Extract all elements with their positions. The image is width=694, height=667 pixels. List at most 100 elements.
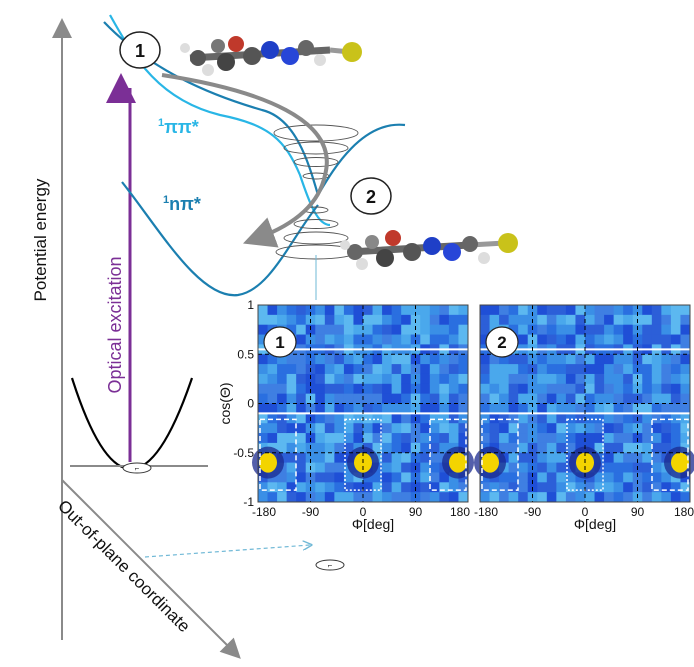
heatmap-cell bbox=[651, 314, 662, 326]
heatmap-cell bbox=[575, 373, 586, 385]
heatmap-cell bbox=[353, 433, 364, 444]
heatmap-cell bbox=[623, 314, 634, 326]
heatmap-cell bbox=[499, 305, 510, 316]
heatmap-cell bbox=[680, 383, 691, 395]
heatmap-cell bbox=[480, 433, 491, 444]
heatmap-cell bbox=[556, 413, 567, 424]
heatmap-cell bbox=[382, 462, 393, 473]
heatmap-cell bbox=[353, 373, 364, 385]
heatmap-cell bbox=[372, 482, 383, 493]
heatmap-cell bbox=[623, 324, 634, 336]
heatmap-cell bbox=[420, 364, 431, 375]
heatmap-cell bbox=[508, 452, 519, 464]
heatmap-cell bbox=[489, 305, 500, 316]
heatmap-cell bbox=[401, 314, 412, 326]
heatmap-cell bbox=[296, 472, 307, 483]
heatmap-cell bbox=[670, 305, 681, 316]
heatmap-cell bbox=[277, 393, 288, 404]
heatmap-cell bbox=[315, 403, 326, 414]
heatmap-cell bbox=[429, 482, 440, 493]
pi-pi-star-upper-branch bbox=[103, 21, 406, 198]
heatmap-cell bbox=[429, 383, 440, 395]
heatmap-cell bbox=[363, 492, 374, 503]
heatmap-cell bbox=[489, 482, 500, 493]
heatmap-cell bbox=[286, 442, 297, 454]
heatmap-cell bbox=[623, 433, 634, 444]
heatmap-cell bbox=[623, 354, 634, 365]
heatmap-cell bbox=[594, 334, 605, 345]
heatmap-cell bbox=[632, 423, 643, 434]
heatmap-cell bbox=[305, 403, 316, 414]
y-tick-label: -1 bbox=[243, 495, 254, 509]
heatmap-cell bbox=[343, 492, 354, 503]
heatmap-cell bbox=[604, 314, 615, 326]
heatmap-cell bbox=[296, 462, 307, 473]
heatmap-cell bbox=[429, 423, 440, 434]
heatmap-cell bbox=[324, 403, 335, 414]
heatmap-cell bbox=[401, 452, 412, 464]
y-tick-label: 0.5 bbox=[237, 347, 254, 361]
heatmap-cell bbox=[286, 403, 297, 414]
heatmap-cell bbox=[575, 334, 586, 345]
heatmap-cell bbox=[604, 482, 615, 493]
heatmap-cell bbox=[286, 413, 297, 424]
heatmap-cell bbox=[604, 462, 615, 473]
heatmap-cell bbox=[353, 334, 364, 345]
heatmap-cell bbox=[480, 413, 491, 424]
heatmap-cell bbox=[575, 403, 586, 414]
heatmap-cell bbox=[372, 442, 383, 454]
heatmap-cell bbox=[363, 383, 374, 395]
heatmap-cell bbox=[429, 403, 440, 414]
heatmap-cell bbox=[401, 393, 412, 404]
heatmap-cell bbox=[439, 423, 450, 434]
heatmap-cell bbox=[343, 433, 354, 444]
heatmap-cell bbox=[391, 423, 402, 434]
heatmap-cell bbox=[651, 462, 662, 473]
heatmap-cell bbox=[670, 354, 681, 365]
heatmap-cell bbox=[324, 364, 335, 375]
heatmap-cell bbox=[286, 373, 297, 385]
heatmap-cell bbox=[429, 393, 440, 404]
heatmap-cell bbox=[499, 442, 510, 454]
heatmap-cell bbox=[480, 354, 491, 365]
heatmap-cell bbox=[537, 413, 548, 424]
excitation-label: Optical excitation bbox=[105, 256, 125, 393]
heatmap-cell bbox=[401, 492, 412, 503]
heatmap-cell bbox=[448, 403, 459, 414]
heatmap-cell bbox=[305, 472, 316, 483]
heatmap-cell bbox=[651, 324, 662, 336]
heatmap-cell bbox=[448, 482, 459, 493]
hotspot-box bbox=[481, 418, 519, 491]
heatmap-cell bbox=[537, 324, 548, 336]
heatmap-cell bbox=[480, 305, 491, 316]
heatmap-cell bbox=[613, 442, 624, 454]
heatmap-cell bbox=[546, 324, 557, 336]
heatmap-cell bbox=[670, 492, 681, 503]
heatmap-cell bbox=[661, 423, 672, 434]
heatmap-cell bbox=[286, 314, 297, 326]
heatmap-cell bbox=[642, 314, 653, 326]
heatmap-cell bbox=[315, 482, 326, 493]
heatmap-cell bbox=[661, 373, 672, 385]
heatmap-cell bbox=[604, 472, 615, 483]
heatmap-cell bbox=[508, 324, 519, 336]
heatmap-cell bbox=[661, 403, 672, 414]
heatmap-cell bbox=[372, 383, 383, 395]
heatmap-cell bbox=[420, 383, 431, 395]
heatmap-cell bbox=[508, 364, 519, 375]
heatmap-cell bbox=[372, 314, 383, 326]
heatmap-cell bbox=[594, 373, 605, 385]
heatmap-cell bbox=[489, 492, 500, 503]
heatmap-cell bbox=[480, 373, 491, 385]
heatmap-cell bbox=[363, 305, 374, 316]
n-pi-star-label: 1nπ* bbox=[163, 194, 201, 214]
heatmap-cell bbox=[623, 383, 634, 395]
heatmap-cell bbox=[623, 373, 634, 385]
heatmap-cell bbox=[594, 413, 605, 424]
heatmap-cell bbox=[565, 373, 576, 385]
heatmap-cell bbox=[296, 433, 307, 444]
heatmap-cell bbox=[353, 324, 364, 336]
heatmap-cell bbox=[565, 433, 576, 444]
heatmap-cell bbox=[305, 423, 316, 434]
panel-label: 1 bbox=[275, 333, 284, 352]
